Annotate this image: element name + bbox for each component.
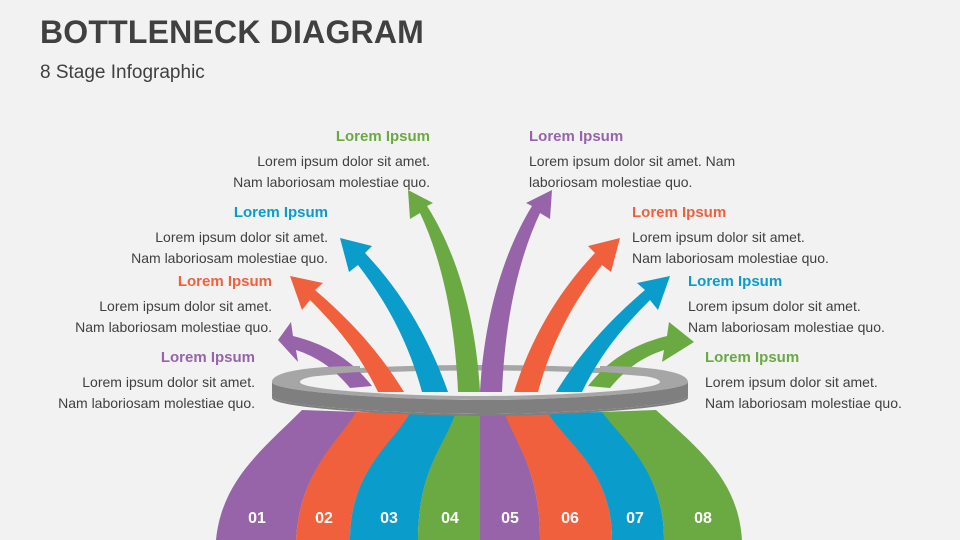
stage-01-heading: Lorem Ipsum (160, 349, 255, 366)
stage-numbers: 01 02 03 04 05 06 07 08 (248, 510, 712, 527)
stream-05 (480, 414, 540, 540)
arrow-04-icon (408, 190, 480, 392)
stage-03-line1: Lorem ipsum dolor sit amet. (155, 229, 328, 245)
stage-number-05: 05 (501, 510, 519, 527)
arrow-06-icon (514, 238, 620, 392)
stage-05-label: Lorem Ipsum Lorem ipsum dolor sit amet. … (529, 127, 735, 193)
stream-01 (216, 410, 358, 540)
stage-07-heading: Lorem Ipsum (688, 273, 783, 290)
stage-06-heading: Lorem Ipsum (632, 204, 727, 221)
stage-08-line1: Lorem ipsum dolor sit amet. (705, 374, 878, 390)
stage-08-line2: Nam laboriosam molestiae quo. (705, 395, 902, 411)
page-subtitle: 8 Stage Infographic (40, 62, 205, 83)
stage-06-line2: Nam laboriosam molestiae quo. (632, 250, 829, 266)
stage-03-line2: Nam laboriosam molestiae quo. (131, 250, 328, 266)
stage-number-08: 08 (694, 510, 712, 527)
stage-05-heading: Lorem Ipsum (529, 128, 624, 145)
streams (216, 410, 742, 540)
stage-04-line1: Lorem ipsum dolor sit amet. (257, 153, 430, 169)
stage-02-line2: Nam laboriosam molestiae quo. (75, 319, 272, 335)
stage-07-label: Lorem Ipsum Lorem ipsum dolor sit amet. … (688, 272, 885, 338)
stage-05-line2: laboriosam molestiae quo. (529, 174, 693, 190)
stage-number-01: 01 (248, 510, 266, 527)
stream-06 (505, 413, 612, 540)
stream-02 (296, 412, 412, 540)
stage-05-line1: Lorem ipsum dolor sit amet. Nam (529, 153, 736, 169)
stage-number-04: 04 (441, 510, 459, 527)
stage-number-02: 02 (315, 510, 333, 527)
stage-03-label: Lorem Ipsum Lorem ipsum dolor sit amet. … (131, 203, 328, 269)
stage-04-line2: Nam laboriosam molestiae quo. (233, 174, 430, 190)
stage-06-line1: Lorem ipsum dolor sit amet. (632, 229, 805, 245)
stage-03-heading: Lorem Ipsum (233, 204, 328, 221)
stage-01-line1: Lorem ipsum dolor sit amet. (82, 374, 255, 390)
ring (272, 366, 688, 414)
stage-01-label: Lorem Ipsum Lorem ipsum dolor sit amet. … (58, 348, 255, 414)
arrow-05-icon (480, 190, 552, 392)
stage-04-label: Lorem Ipsum Lorem ipsum dolor sit amet. … (233, 127, 430, 193)
stage-02-line1: Lorem ipsum dolor sit amet. (99, 298, 272, 314)
ring-bottom-edge (272, 396, 688, 416)
arrow-03-icon (340, 238, 448, 392)
stage-08-heading: Lorem Ipsum (705, 349, 800, 366)
stage-07-line1: Lorem ipsum dolor sit amet. (688, 298, 861, 314)
stream-03 (350, 413, 456, 540)
stage-01-line2: Nam laboriosam molestiae quo. (58, 395, 255, 411)
stream-08 (602, 410, 742, 540)
arrow-07-icon (556, 276, 670, 392)
stage-06-label: Lorem Ipsum Lorem ipsum dolor sit amet. … (632, 203, 829, 269)
stage-number-03: 03 (380, 510, 398, 527)
stage-number-06: 06 (561, 510, 579, 527)
stage-07-line2: Nam laboriosam molestiae quo. (688, 319, 885, 335)
stage-number-07: 07 (626, 510, 644, 527)
stage-04-heading: Lorem Ipsum (335, 128, 430, 145)
stage-08-label: Lorem Ipsum Lorem ipsum dolor sit amet. … (705, 348, 902, 414)
stream-04 (418, 414, 481, 540)
arrow-02-icon (290, 276, 404, 392)
stage-02-heading: Lorem Ipsum (177, 273, 272, 290)
stream-07 (548, 412, 664, 540)
stage-02-label: Lorem Ipsum Lorem ipsum dolor sit amet. … (75, 272, 272, 338)
page-title: BOTTLENECK DIAGRAM (40, 14, 425, 50)
